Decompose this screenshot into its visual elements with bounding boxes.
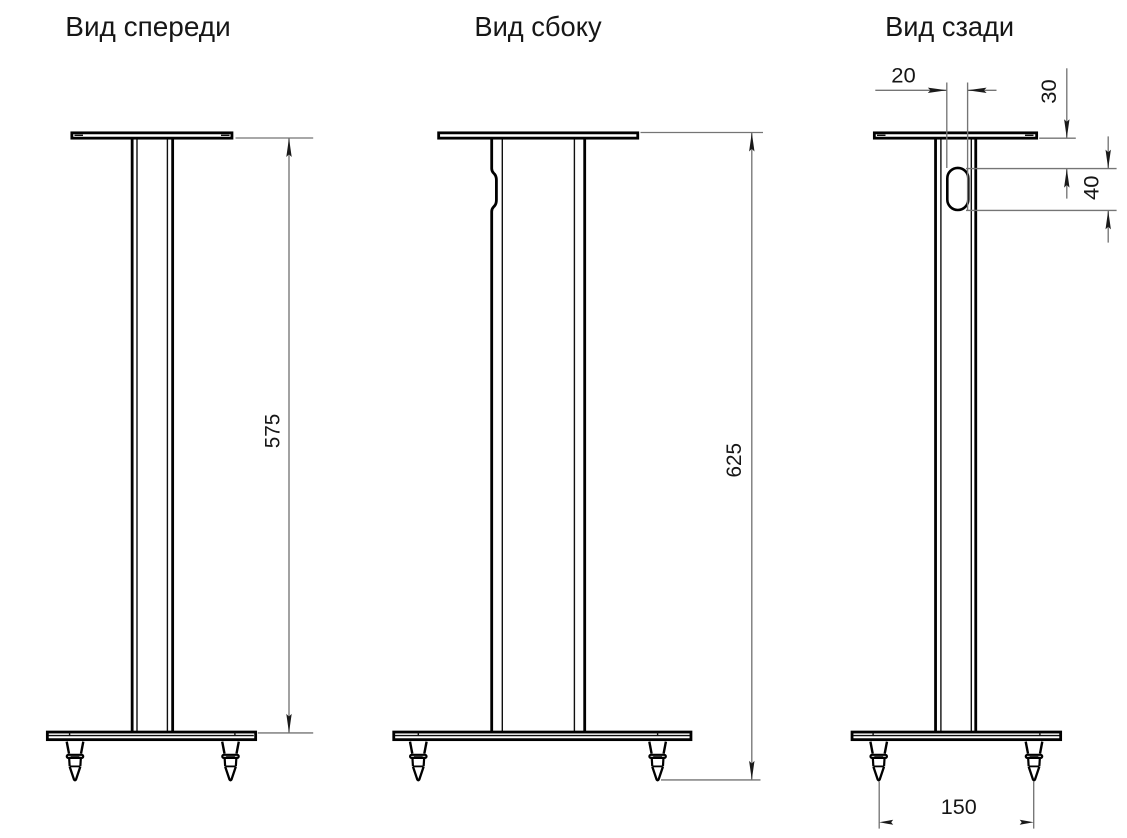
svg-text:20: 20 — [891, 64, 916, 88]
svg-text:Вид сбоку: Вид сбоку — [474, 11, 601, 42]
svg-text:150: 150 — [941, 795, 977, 819]
svg-text:Вид сзади: Вид сзади — [885, 11, 1014, 42]
svg-text:625: 625 — [722, 443, 746, 478]
svg-text:Вид спереди: Вид спереди — [65, 11, 230, 42]
svg-text:575: 575 — [261, 414, 285, 449]
svg-text:30: 30 — [1037, 79, 1061, 104]
svg-text:40: 40 — [1080, 175, 1104, 200]
